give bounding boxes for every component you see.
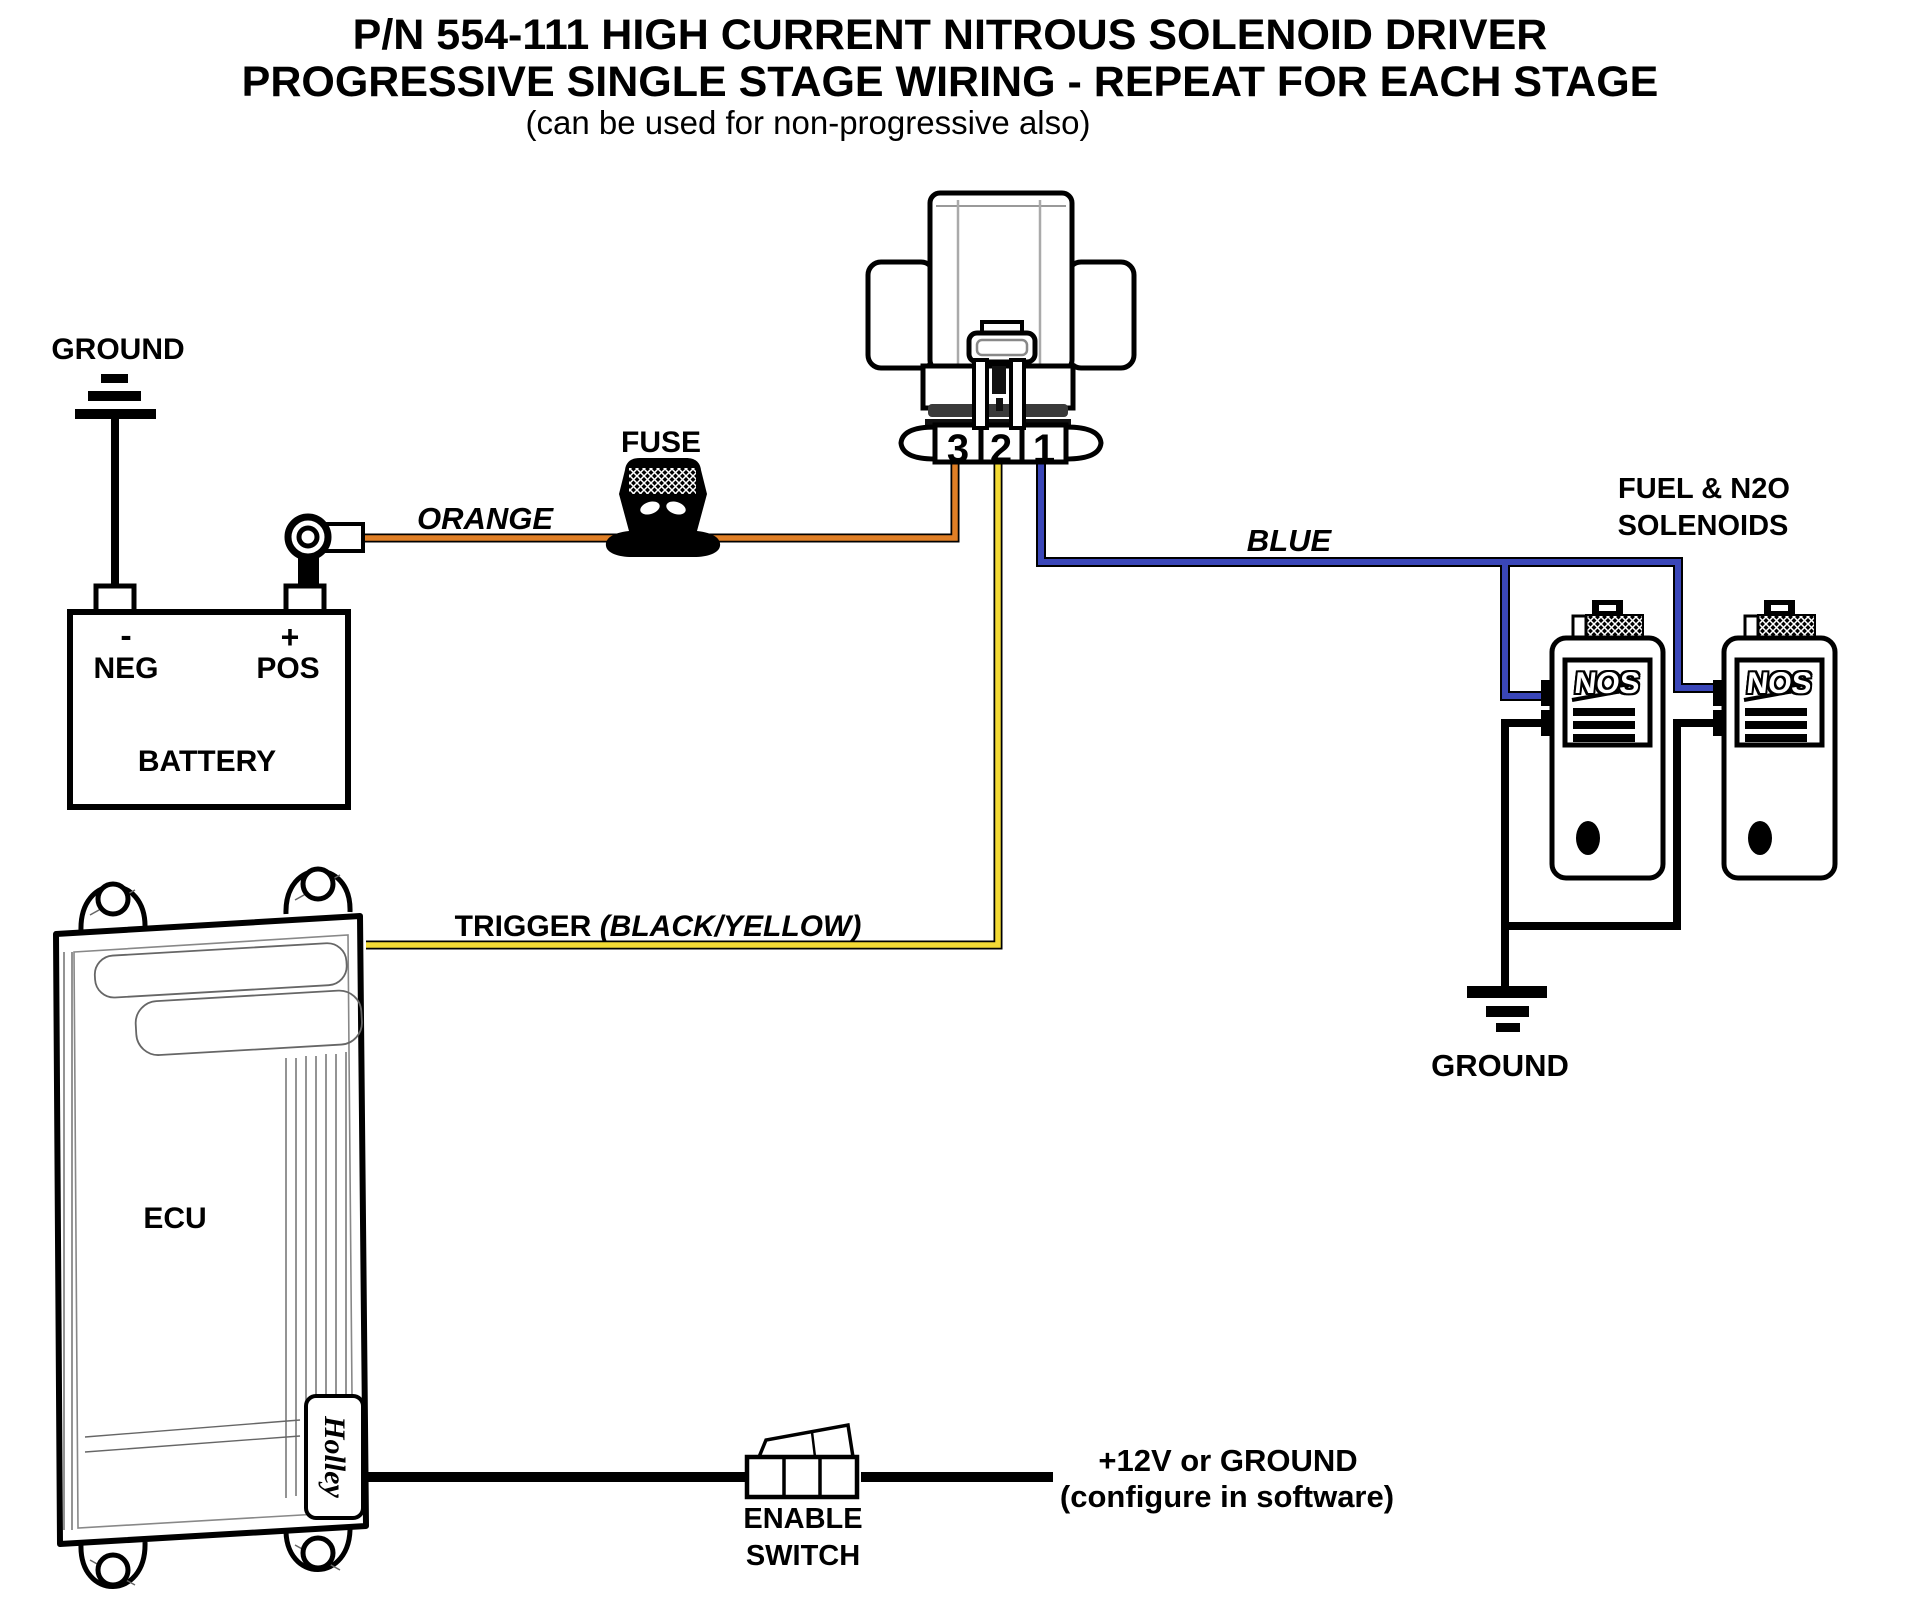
- n2o-solenoid: [1713, 600, 1835, 878]
- connector-right-wing: [1063, 424, 1104, 462]
- ecu-label: ECU: [143, 1202, 207, 1235]
- module-clip: [966, 330, 1038, 365]
- solenoids-title-line1: FUEL & N2O: [1618, 473, 1790, 505]
- module-left-tab: [865, 259, 937, 371]
- orange-wire-label: ORANGE: [416, 501, 554, 536]
- battery-pos-label: POS: [256, 652, 320, 685]
- battery-neg-label: NEG: [93, 652, 159, 685]
- solenoid1-ground-wire: [1501, 719, 1544, 992]
- blue-branch-outline: [1500, 562, 1548, 701]
- module-right-tab: [1065, 259, 1137, 371]
- ground-label-right: GROUND: [1431, 1048, 1569, 1083]
- switch-rocker: [756, 1422, 856, 1459]
- power-note-line1: +12V or GROUND: [1098, 1443, 1358, 1478]
- ground-symbol-right: [1467, 986, 1547, 1032]
- ring-terminal: [284, 513, 365, 588]
- enable-switch-label-line2: SWITCH: [745, 1540, 861, 1572]
- ecu-body: [53, 913, 369, 1547]
- solenoids-title-line2: SOLENOIDS: [1617, 510, 1789, 542]
- enable-switch-label-line1: ENABLE: [743, 1503, 863, 1535]
- battery-label: BATTERY: [137, 745, 277, 778]
- connector-pin1-cell: [1019, 422, 1069, 465]
- battery: [67, 583, 351, 810]
- battery-pos-sign: +: [280, 619, 300, 655]
- pin1-number: 1: [1032, 427, 1056, 471]
- holley-logo-box: [304, 1394, 365, 1520]
- ecu-unit: [53, 866, 369, 1589]
- orange-wire: [362, 450, 958, 541]
- battery-box: [67, 609, 351, 810]
- ground-symbol-left: [75, 374, 156, 589]
- pin3-number: 3: [946, 427, 970, 471]
- enable-switch: [744, 1422, 860, 1500]
- fuse-label: FUSE: [620, 426, 702, 459]
- nos-brand-2: NOS: [1744, 667, 1814, 700]
- title-line2: PROGRESSIVE SINGLE STAGE WIRING - REPEAT…: [241, 58, 1659, 106]
- blue-branch-wire: [1502, 562, 1548, 699]
- blue-wire: [1038, 450, 1719, 691]
- trigger-wire-label: TRIGGER (BLACK/YELLOW): [454, 910, 862, 943]
- switch-base: [744, 1454, 860, 1500]
- title-subtitle: (can be used for non-progressive also): [525, 104, 1091, 141]
- holley-brand: Holley: [318, 1416, 351, 1498]
- battery-neg-sign: -: [120, 617, 132, 655]
- solenoid-driver-module: [865, 190, 1137, 465]
- pin2-number: 2: [989, 427, 1013, 471]
- fuel-solenoid: [1541, 600, 1663, 878]
- blue-wire-label: BLUE: [1246, 523, 1332, 558]
- title-line1: P/N 554-111 HIGH CURRENT NITROUS SOLENOI…: [352, 11, 1548, 59]
- fuse-icon: [605, 458, 721, 557]
- ground-label-left: GROUND: [51, 333, 185, 366]
- connector-pin2-cell: [978, 422, 1025, 465]
- connector-left-wing: [898, 424, 938, 462]
- nos-brand-1: NOS: [1572, 667, 1642, 700]
- trigger-wire: [366, 450, 1001, 948]
- solenoid2-ground-wire: [1508, 719, 1716, 930]
- power-note-line2: (configure in software): [1059, 1479, 1395, 1514]
